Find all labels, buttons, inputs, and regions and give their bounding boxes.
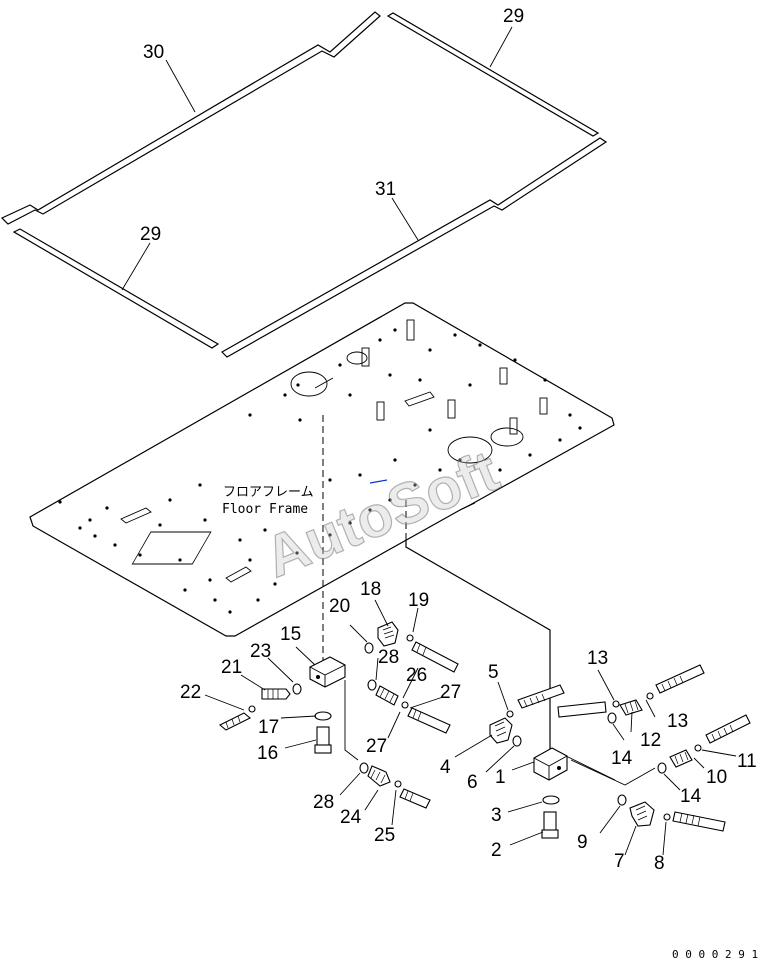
callout-8: 8 [654,853,665,874]
callout-29-left: 29 [140,224,161,245]
hose-19 [411,641,459,673]
callout-13-top: 13 [587,648,608,669]
callout-10: 10 [706,767,727,788]
washer-17 [314,711,332,721]
oring-9 [617,794,627,806]
callout-14-mid: 14 [611,748,633,769]
callout-18: 18 [360,579,381,600]
oring-13a [612,700,620,708]
callout-20: 20 [329,596,350,617]
hose-25 [399,788,431,809]
oring-13b [646,692,654,700]
oring-28a [367,679,377,691]
oring-19 [406,634,414,642]
seal-strip-29-left [12,228,220,349]
hose-13-right [655,664,705,694]
oring-11 [694,744,702,752]
callout-13-right: 13 [667,711,688,732]
oring-28b [359,762,369,774]
callout-1: 1 [495,767,506,788]
callout-3: 3 [491,805,502,826]
bolt-16 [314,726,332,754]
washer-3 [542,795,560,805]
oring-22 [248,705,256,713]
callout-11: 11 [737,751,757,772]
leader-lines [121,26,737,856]
callout-14-low: 14 [680,786,702,807]
fitting-12 [619,699,643,716]
callout-31: 31 [375,179,396,200]
routing-lines [322,415,656,786]
callout-29-top: 29 [503,6,524,27]
oring-25 [394,780,402,788]
hose-13-left [557,701,607,718]
callout-6: 6 [467,772,478,793]
callout-28-low: 28 [313,792,334,813]
floor-frame-plate [29,302,615,637]
callout-19: 19 [408,590,429,611]
hose-11 [705,714,751,744]
callout-25: 25 [374,825,395,846]
hose-27 [407,707,451,734]
fitting-26 [375,685,399,706]
valve-block-1 [533,747,568,781]
fitting-10 [669,749,693,768]
document-number: 0 0 0 0 2 9 1 8 [672,948,763,961]
seal-strip-30 [0,11,381,225]
callout-12: 12 [640,730,661,751]
callout-27-right: 27 [440,682,461,703]
fitting-24 [367,765,391,787]
callout-16: 16 [257,743,278,764]
valve-block-15 [309,656,346,688]
oring-5 [506,710,514,718]
watermark-text: AutoSoft [256,438,507,590]
oring-14a [607,712,617,724]
elbow-4 [489,717,513,744]
callout-24: 24 [340,807,362,828]
oring-8 [663,813,671,821]
callout-7: 7 [614,851,625,872]
callout-26: 26 [406,665,427,686]
oring-6 [512,735,522,747]
callout-30: 30 [143,42,164,63]
seal-strip-31 [221,137,608,358]
hose-5 [517,684,565,709]
oring-21 [292,683,302,695]
callout-21: 21 [221,657,242,678]
callout-17: 17 [258,717,279,738]
callout-27-low: 27 [366,736,387,757]
callout-4: 4 [440,757,451,778]
fitting-21 [261,688,291,700]
callouts: 30 29 31 29 18 19 20 15 23 21 28 26 27 2… [140,6,757,874]
floor-frame-label-jp: フロアフレーム [223,485,314,500]
oring-27a [401,701,409,709]
hose-end-22 [219,712,251,731]
callout-15: 15 [280,624,301,645]
seal-strip-29-top [386,12,600,137]
elbow-7 [629,801,655,827]
bolt-2 [541,811,559,839]
callout-28-mid: 28 [378,647,399,668]
callout-23: 23 [250,641,271,662]
callout-5: 5 [488,662,499,683]
elbow-18 [377,621,399,647]
oring-14b [657,762,667,774]
oring-20 [364,642,374,654]
callout-9: 9 [577,832,588,853]
floor-frame-label-en: Floor Frame [222,502,308,517]
callout-22: 22 [180,682,201,703]
callout-2: 2 [491,840,502,861]
hose-8 [672,811,726,832]
